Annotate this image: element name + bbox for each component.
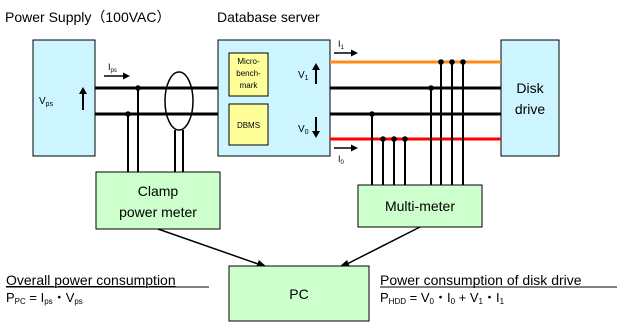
clamp-power-meter-box bbox=[95, 171, 221, 230]
dbms-label: DBMS bbox=[237, 121, 260, 130]
microbench-label-2: bench- bbox=[236, 69, 261, 78]
junction bbox=[460, 59, 466, 65]
power-supply-title: Power Supply（100VAC） bbox=[5, 9, 170, 25]
vps-label: Vps bbox=[39, 96, 54, 108]
v1-label: V1 bbox=[298, 70, 309, 82]
dbms-module bbox=[228, 103, 269, 146]
pc-box bbox=[228, 265, 370, 322]
junction bbox=[391, 136, 397, 142]
power-supply-box bbox=[32, 39, 96, 157]
junction bbox=[428, 85, 434, 91]
overall-power-title: Overall power consumption bbox=[6, 272, 176, 288]
i0-label: I0 bbox=[338, 154, 345, 166]
junction bbox=[369, 111, 375, 117]
ips-arrow-head bbox=[123, 72, 130, 80]
v1-arrow-head bbox=[312, 63, 320, 70]
microbench-label-3: mark bbox=[240, 81, 259, 90]
overall-power-formula: PPC = Ips・Vps bbox=[6, 290, 83, 306]
disk-drive-box bbox=[500, 39, 560, 157]
multimeter-box bbox=[357, 184, 483, 228]
clamp-label-2: power meter bbox=[119, 204, 197, 220]
clamp-label-1: Clamp bbox=[138, 183, 179, 199]
disk-drive-label-1: Disk bbox=[516, 80, 544, 96]
pc-label: PC bbox=[289, 286, 308, 302]
v0-arrow-head bbox=[312, 131, 320, 138]
i1-arrow-head bbox=[351, 49, 358, 57]
disk-drive-label-2: drive bbox=[515, 101, 546, 117]
microbenchmark-module bbox=[228, 52, 269, 97]
junction bbox=[402, 136, 408, 142]
junction bbox=[438, 59, 444, 65]
meter-to-pc-arrow bbox=[344, 226, 421, 266]
i0-arrow-head bbox=[351, 144, 358, 152]
junction bbox=[449, 59, 455, 65]
junction bbox=[380, 136, 386, 142]
ips-label: Ips bbox=[108, 62, 117, 74]
v0-label: V0 bbox=[298, 124, 309, 136]
disk-power-title: Power consumption of disk drive bbox=[380, 272, 582, 288]
database-server-title: Database server bbox=[217, 9, 320, 25]
vps-arrow-head bbox=[79, 87, 87, 94]
disk-power-formula: PHDD = V0・I0 + V1・I1 bbox=[380, 290, 505, 306]
microbench-label-1: Micro- bbox=[237, 57, 260, 66]
clamp-to-pc-arrow bbox=[157, 228, 262, 266]
current-clamp bbox=[164, 71, 194, 131]
multimeter-label: Multi-meter bbox=[385, 198, 455, 214]
i1-label: I1 bbox=[338, 39, 345, 51]
